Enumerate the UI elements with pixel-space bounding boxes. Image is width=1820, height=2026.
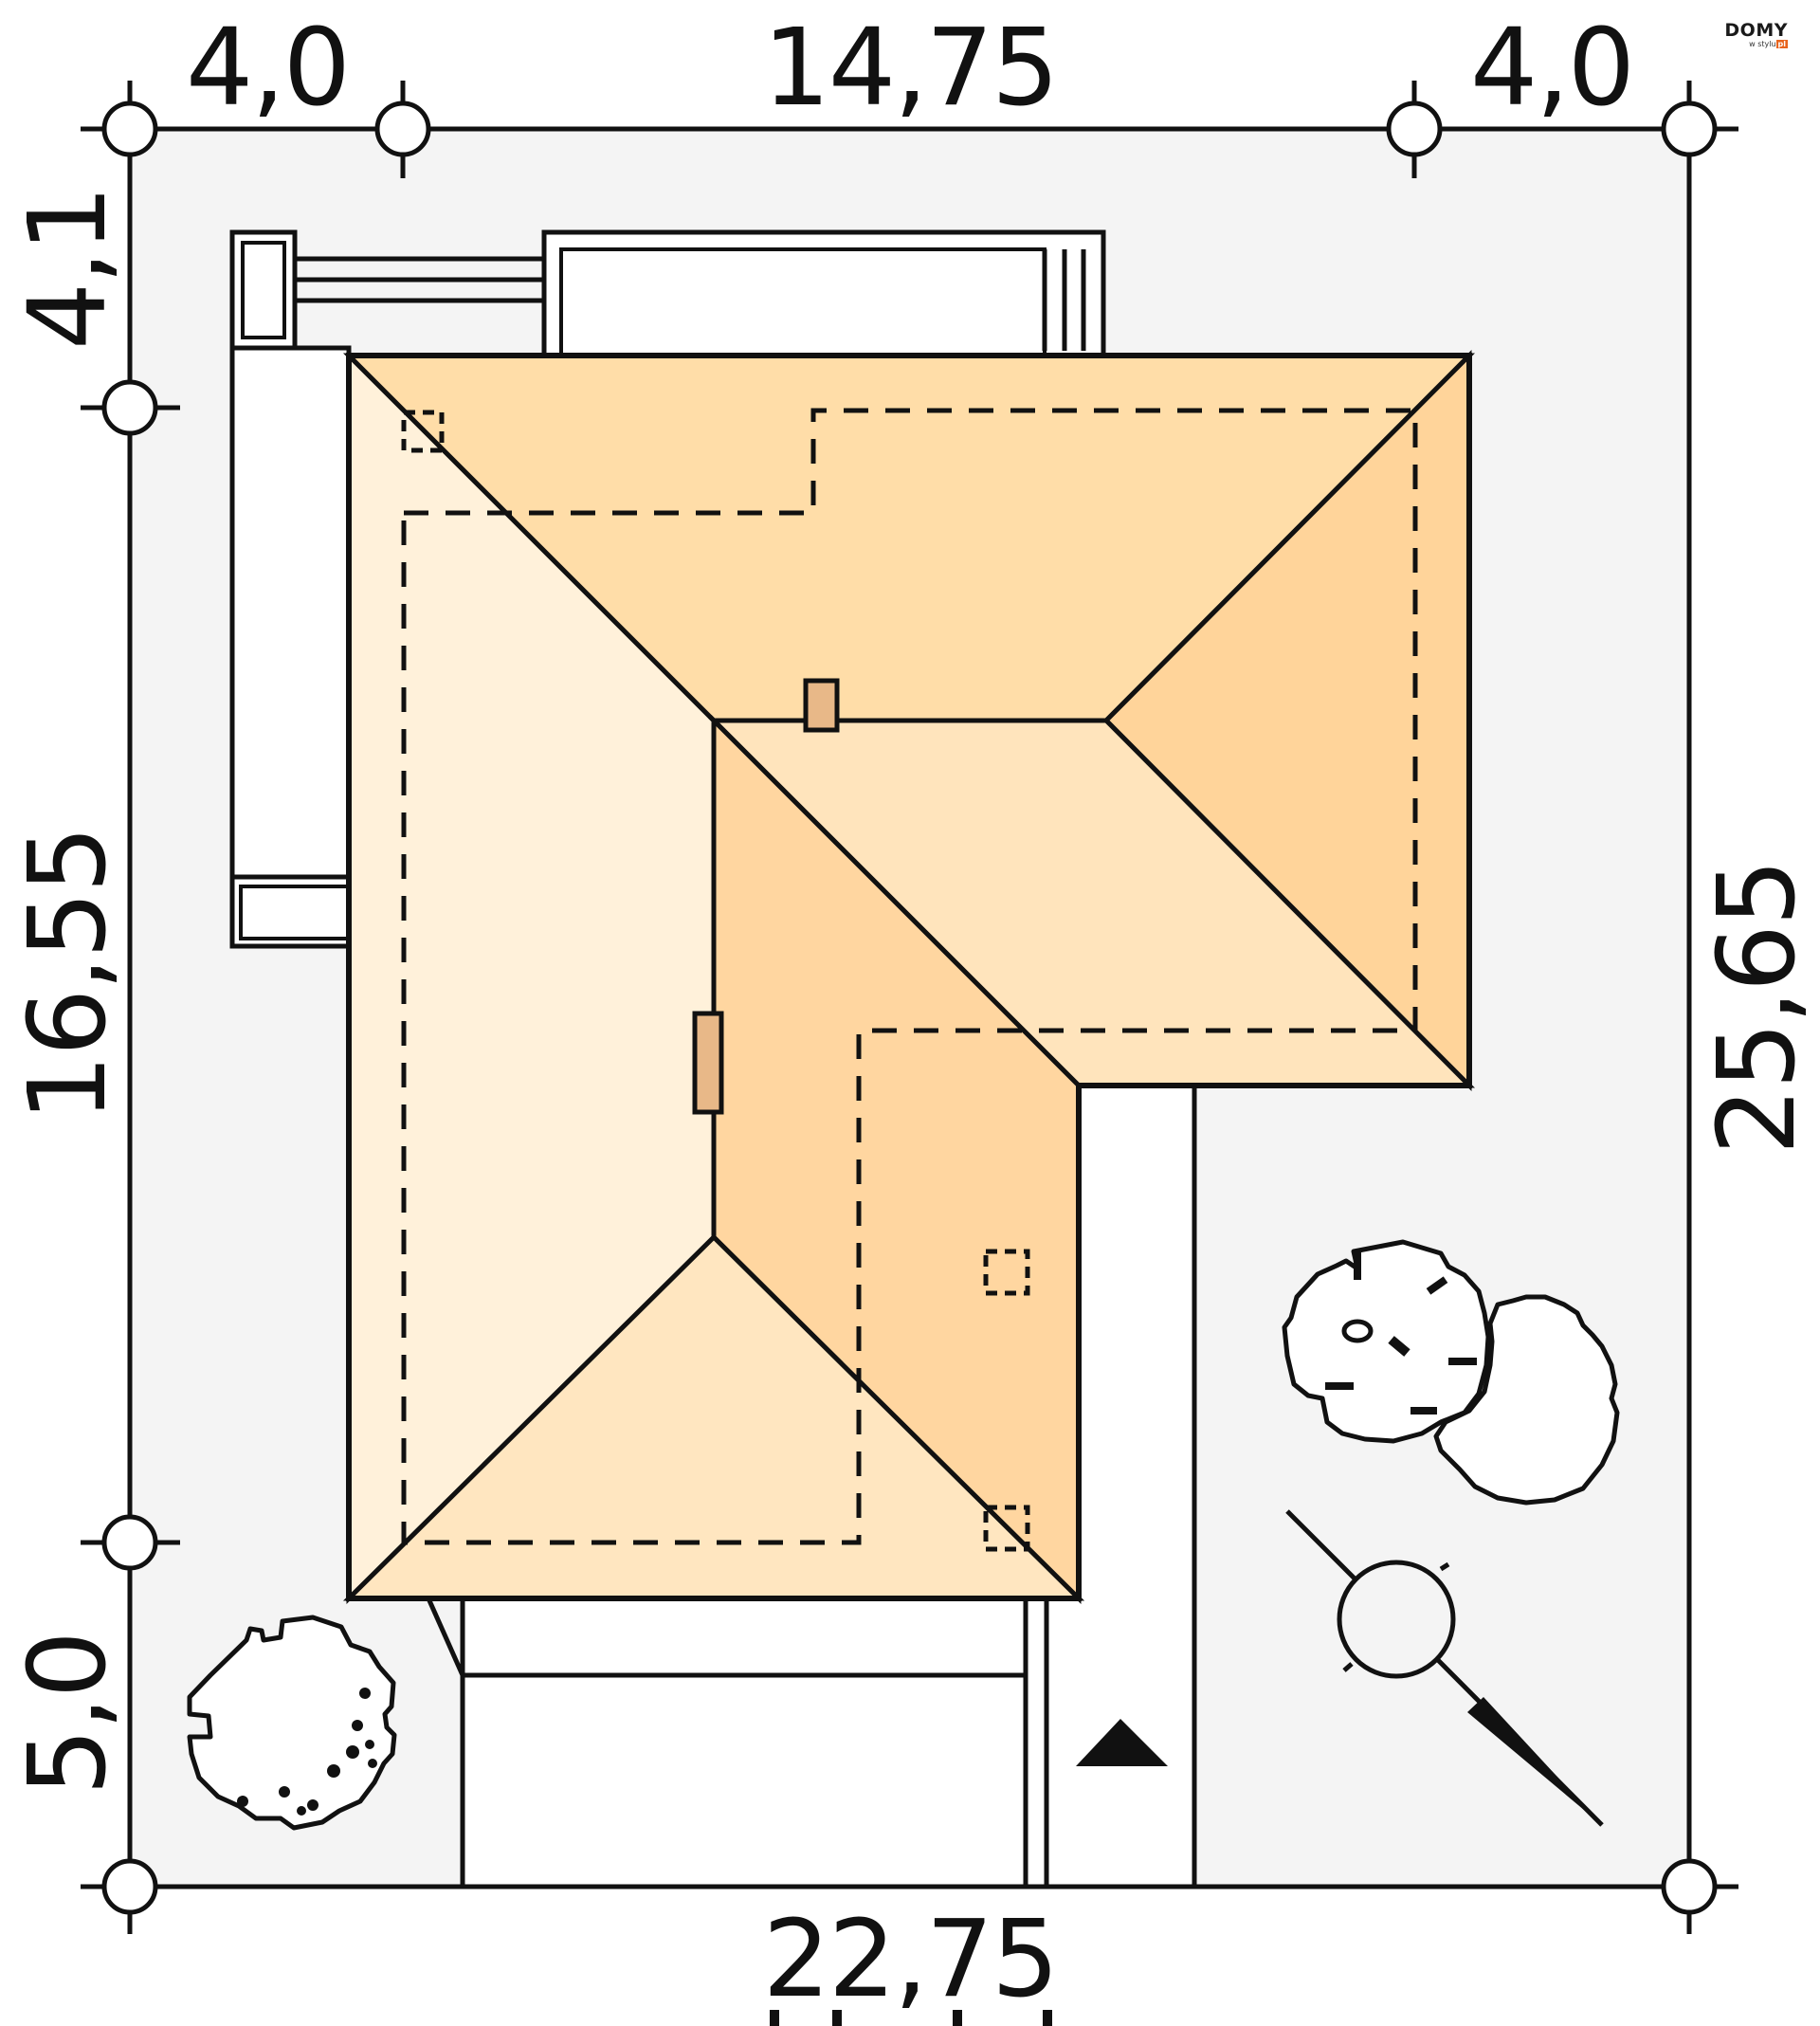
dimension-lines — [81, 81, 1738, 1934]
chimney-icon — [803, 678, 840, 733]
building-footprint-outline — [401, 408, 1418, 1545]
dim-left-middle: 16,55 — [7, 828, 130, 1123]
brand-suffix: w stylu — [1749, 40, 1776, 48]
dimension-node — [1661, 100, 1718, 157]
chimney-icon — [692, 1011, 724, 1115]
roof — [342, 349, 1476, 1604]
dimension-node — [101, 379, 158, 436]
dimension-node — [101, 100, 158, 157]
dim-right: 25,65 — [1696, 861, 1819, 1156]
tree-icon — [1282, 1239, 1620, 1506]
dimension-node — [1661, 1858, 1718, 1915]
dimension-node — [374, 100, 431, 157]
dim-left-bottom: 5,0 — [7, 1633, 130, 1796]
tree-icon — [187, 1615, 397, 1831]
dim-bottom: 22,75 — [763, 1898, 1058, 2021]
entrance-arrow-icon — [1076, 1719, 1168, 1766]
side-terrace — [229, 345, 352, 949]
dim-top-center: 14,75 — [763, 7, 1058, 130]
dim-top-left: 4,0 — [186, 7, 349, 130]
brand-tld: pl — [1775, 40, 1788, 48]
dimension-node — [1386, 100, 1443, 157]
north-arrow-icon — [1285, 1509, 1604, 1827]
dimension-node — [101, 1514, 158, 1571]
dimension-node — [101, 1858, 158, 1915]
dim-left-top: 4,1 — [7, 187, 130, 350]
rear-terrace — [229, 229, 1106, 358]
cut-off-text — [770, 2010, 1052, 2026]
dim-top-right: 4,0 — [1470, 7, 1633, 130]
brand-name: DOMY — [1724, 20, 1788, 41]
roof-vents — [401, 410, 1030, 1552]
